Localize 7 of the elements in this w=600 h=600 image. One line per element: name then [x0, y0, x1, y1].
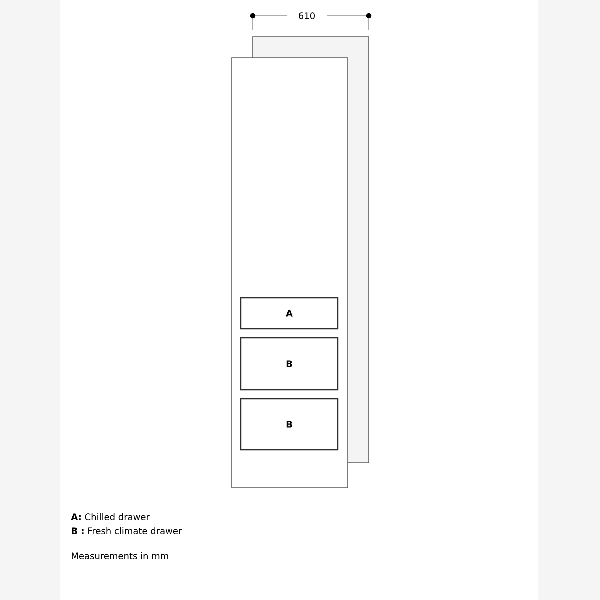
- drawer-box: B: [240, 337, 339, 391]
- drawer-box: B: [240, 398, 339, 451]
- legend-text: B : Fresh climate drawer: [72, 528, 182, 534]
- drawer-box: A: [240, 297, 339, 330]
- legend-text: A: Chilled drawer: [71, 514, 150, 520]
- dimension-label: 610: [299, 12, 315, 20]
- legend-text: Measurements in mm: [72, 552, 168, 560]
